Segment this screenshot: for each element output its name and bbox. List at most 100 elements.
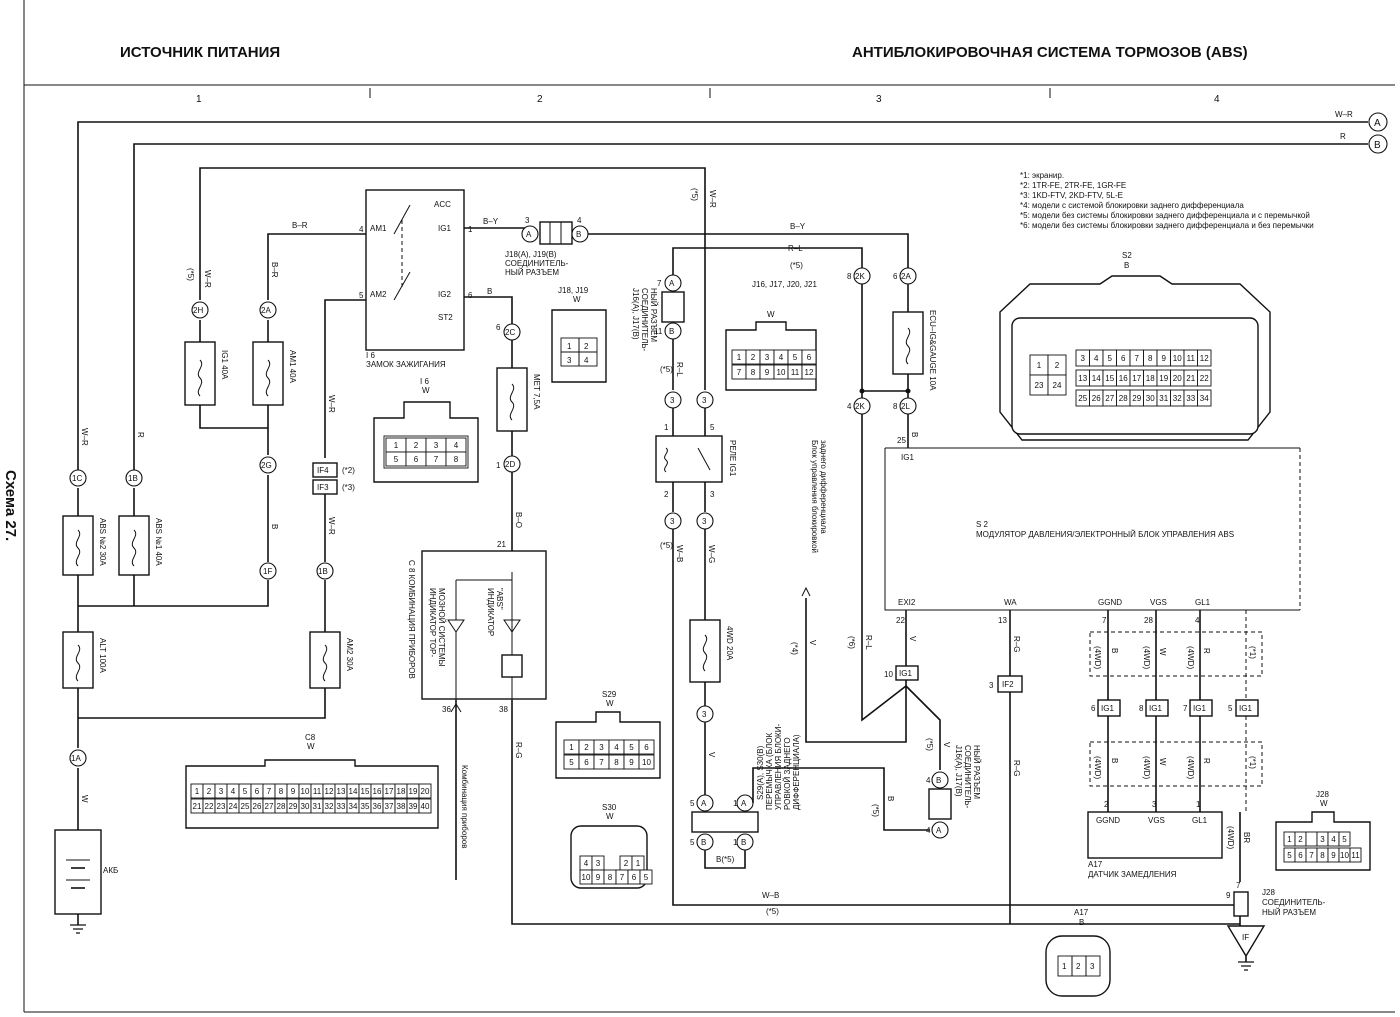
pin-number: 1 (1037, 361, 1042, 370)
svg-text:5: 5 (710, 423, 715, 432)
pin-number: 22 (205, 802, 214, 811)
pin-number: 5 (629, 743, 634, 752)
svg-text:10: 10 (884, 670, 893, 679)
pin-number: 12 (325, 787, 334, 796)
svg-text:IG1: IG1 (438, 224, 451, 233)
pin-number: 3 (596, 859, 601, 868)
connector-b (1368, 134, 1388, 154)
pin-cell (1197, 389, 1212, 407)
pin-number: 12 (1200, 354, 1209, 363)
svg-text:V: V (707, 752, 716, 758)
pin-number: 7 (1309, 851, 1314, 860)
svg-text:R–L: R–L (788, 244, 803, 253)
svg-text:ST2: ST2 (438, 313, 453, 322)
svg-text:IF4: IF4 (317, 466, 329, 475)
svg-text:VGS: VGS (1150, 598, 1167, 607)
svg-text:B–Y: B–Y (483, 217, 499, 226)
pin-number: 6 (1298, 851, 1303, 860)
svg-text:(4WD): (4WD) (1142, 646, 1151, 669)
svg-text:МОЗНОЙ СИСТЕМЫ: МОЗНОЙ СИСТЕМЫ (437, 588, 446, 667)
svg-text:B: B (1124, 261, 1129, 270)
column-1: 1 (196, 94, 202, 105)
pin-number: 20 (421, 787, 430, 796)
j16-connector-left: A B 711 J16(A), J17(B) СОЕДИНИТЕЛЬ- НЫЙ … (631, 274, 685, 352)
pin-number: 25 (1078, 394, 1087, 403)
header-right-title: АНТИБЛОКИРОВОЧНАЯ СИСТЕМА ТОРМОЗОВ (ABS) (852, 44, 1248, 61)
svg-text:4: 4 (584, 356, 589, 365)
svg-text:Комбинация приборов: Комбинация приборов (460, 765, 469, 848)
svg-text:4: 4 (926, 776, 931, 785)
power-source-wiring (77, 167, 706, 830)
pin-number: 14 (349, 787, 358, 796)
svg-text:21: 21 (497, 540, 506, 549)
pin-number: 5 (793, 353, 798, 362)
svg-text:1A: 1A (71, 754, 81, 763)
svg-text:ДАТЧИК ЗАМЕДЛЕНИЯ: ДАТЧИК ЗАМЕДЛЕНИЯ (1088, 870, 1177, 879)
pin-number: 2 (414, 441, 419, 450)
svg-text:"ABS": "ABS" (495, 588, 504, 610)
svg-text:(*5): (*5) (871, 804, 880, 817)
pin-number: 25 (241, 802, 250, 811)
pin-number: 6 (807, 353, 812, 362)
pin-cell (418, 798, 432, 814)
pin-number: 8 (614, 758, 619, 767)
pin-number: 32 (325, 802, 334, 811)
fuse-ecu-ig: 2A 6 ECU–IG&GAUGE 10A 2L 8 B 25 (859, 267, 937, 448)
pin-number: 18 (397, 787, 406, 796)
svg-text:W: W (767, 310, 775, 319)
fuse-am1: AM1 40A (252, 341, 297, 406)
svg-text:СОЕДИНИТЕЛЬ-: СОЕДИНИТЕЛЬ- (505, 259, 569, 268)
svg-text:1: 1 (664, 423, 669, 432)
pin-number: 4 (454, 441, 459, 450)
pin-number: 33 (1186, 394, 1195, 403)
svg-text:EXI2: EXI2 (898, 598, 916, 607)
pin-number: 18 (1146, 374, 1155, 383)
svg-text:C8: C8 (305, 733, 316, 742)
pin-number: 4 (584, 859, 589, 868)
svg-text:1F: 1F (263, 567, 272, 576)
j28-junction: 97 J28 СОЕДИНИТЕЛЬ- НЫЙ РАЗЪЕМ IF (1226, 881, 1326, 971)
svg-text:2H: 2H (193, 306, 203, 315)
svg-text:ECU–IG&GAUGE 10A: ECU–IG&GAUGE 10A (928, 310, 937, 391)
pin-number: 6 (1121, 354, 1126, 363)
svg-text:B: B (701, 838, 706, 847)
svg-text:2A: 2A (261, 306, 271, 315)
svg-text:(4WD): (4WD) (1226, 826, 1235, 849)
pin-number: 16 (1119, 374, 1128, 383)
pin-number: 4 (779, 353, 784, 362)
svg-text:1: 1 (567, 342, 572, 351)
fuse-abs2-label: ABS №2 30A (98, 518, 107, 566)
svg-text:AM1: AM1 (370, 224, 387, 233)
svg-text:(4WD): (4WD) (1186, 646, 1195, 669)
svg-text:(*5): (*5) (660, 541, 673, 550)
svg-text:J16(A), J17(B): J16(A), J17(B) (631, 288, 640, 340)
wire-a-color: W–R (1335, 110, 1353, 119)
svg-text:IG1: IG1 (901, 453, 914, 462)
svg-text:(*5): (*5) (790, 261, 803, 270)
svg-text:A: A (701, 799, 707, 808)
svg-text:GL1: GL1 (1192, 816, 1208, 825)
svg-text:1: 1 (468, 225, 473, 234)
note-6: *6: модели без системы блокировки заднег… (1020, 221, 1314, 230)
svg-text:(*6): (*6) (847, 636, 856, 649)
fuse-am2-label: AM2 30A (345, 638, 354, 672)
pin-number: 6 (584, 758, 589, 767)
pin-number: 31 (313, 802, 322, 811)
page-frame (23, 0, 1395, 1013)
pin-number: 3 (599, 743, 604, 752)
pin-number: 5 (1342, 835, 1347, 844)
svg-text:J28: J28 (1262, 888, 1275, 897)
pin-number: 22 (1200, 374, 1209, 383)
svg-text:GGND: GGND (1096, 816, 1120, 825)
pin-cell (1047, 374, 1067, 396)
pin-number: 2 (584, 743, 589, 752)
svg-text:ИНДИКАТОР: ИНДИКАТОР (486, 588, 495, 636)
pin-number: 4 (1331, 835, 1336, 844)
svg-text:2K: 2K (855, 402, 865, 411)
pin-number: 17 (1132, 374, 1141, 383)
pin-number: 2 (624, 859, 629, 868)
